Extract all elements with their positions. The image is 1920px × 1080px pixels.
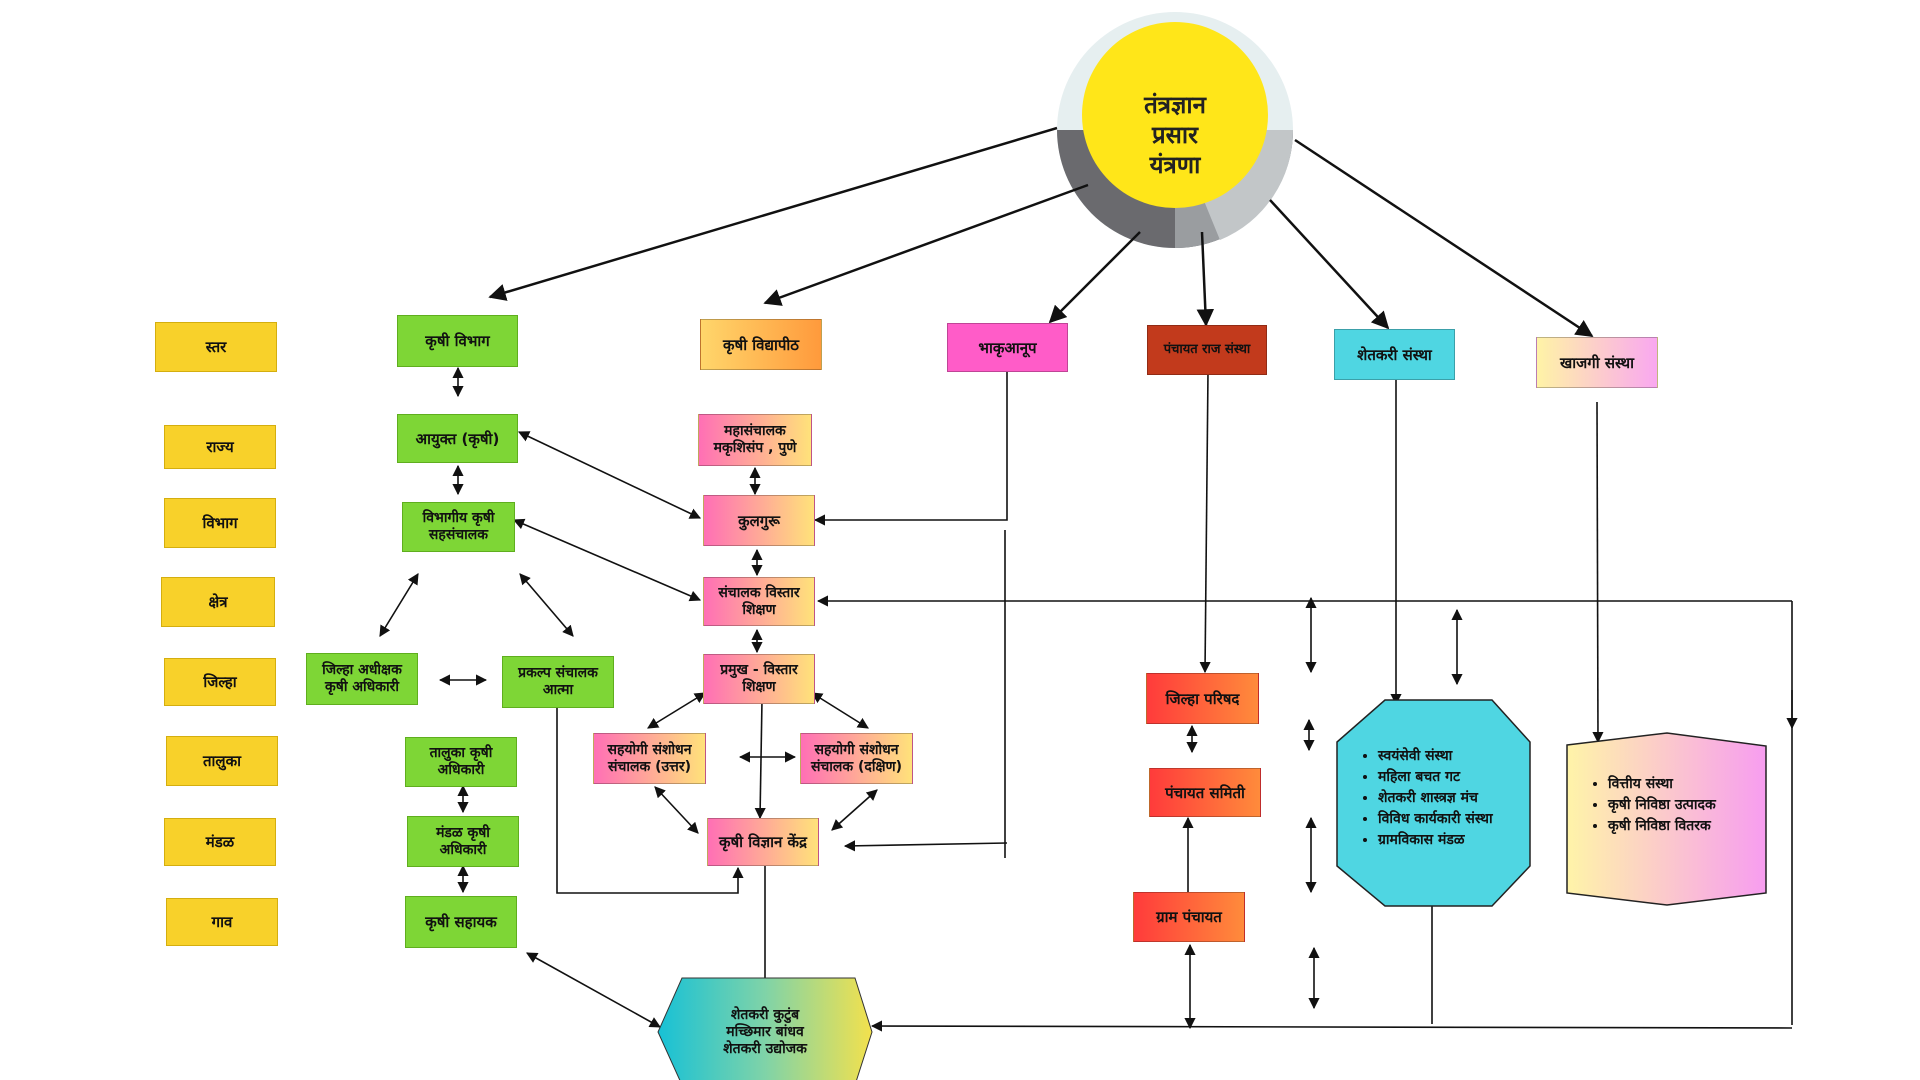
level-kshetra: क्षेत्र [161,577,275,627]
level-star: स्तर [155,322,277,372]
org-shetkari-sanstha: शेतकरी संस्था [1334,329,1455,380]
connector-lines [379,366,1798,1032]
farmer-hexagon [657,977,873,1080]
node-mahasanchalak: महासंचालक मकृशिसंप , पुणे [698,414,812,466]
node-taluka-adhikari: तालुका कृषी अधिकारी [405,737,517,787]
node-sahayogi-dakshin: सहयोगी संशोधन संचालक (दक्षिण) [800,733,913,784]
node-jilha-adhikshak: जिल्हा अधीक्षक कृषी अधिकारी [306,653,418,705]
node-jilha-parishad: जिल्हा परिषद [1146,673,1259,724]
node-mandal-adhikari: मंडळ कृषी अधिकारी [407,816,519,867]
org-bhakuanup: भाकृआनूप [947,323,1068,372]
farmer-orgs-list: स्वयंसेवी संस्था महिला बचत गट शेतकरी शास… [1360,744,1530,851]
node-prakalp-sanchalak: प्रकल्प संचालक आत्मा [502,656,614,708]
node-vibhagiya-sahsanchalak: विभागीय कृषी सहसंचालक [402,502,515,552]
hub-arrows [488,126,1594,338]
node-kvk: कृषी विज्ञान केंद्र [707,818,819,866]
farmer-org-item: ग्रामविकास मंडळ [1378,830,1530,849]
level-jilha: जिल्हा [164,658,276,706]
node-sahayogi-uttar: सहयोगी संशोधन संचालक (उत्तर) [593,733,706,784]
farmer-org-item: शेतकरी शास्त्रज्ञ मंच [1378,788,1530,807]
node-krushi-sahayak: कृषी सहायक [405,896,517,948]
node-sanchalak-vistar: संचालक विस्तार शिक्षण [703,577,815,626]
farmer-label: शेतकरी कुटुंब मच्छिमार बांधव शेतकरी उद्य… [723,1007,807,1057]
node-kulguru: कुलगुरू [703,495,815,546]
private-orgs-shape [1566,732,1767,906]
node-ayukt: आयुक्त (कृषी) [397,414,518,463]
private-org-item: कृषी निविष्ठा उत्पादक [1608,795,1760,814]
private-org-item: वित्तीय संस्था [1608,774,1760,793]
node-gram-panchayat: ग्राम पंचायत [1133,892,1245,942]
level-rajya: राज्य [164,425,276,469]
org-panchayat-raj: पंचायत राज संस्था [1147,325,1267,375]
level-gaon: गाव [166,898,278,946]
farmer-orgs-octagon [1336,699,1531,907]
org-krushi-vidyapeeth: कृषी विद्यापीठ [700,319,822,370]
level-mandal: मंडळ [164,818,276,866]
farmer-org-item: विविध कार्यकारी संस्था [1378,809,1530,828]
hub-circle [1057,12,1294,248]
level-vibhag: विभाग [164,498,276,548]
node-pramukh-vistar: प्रमुख - विस्तार शिक्षण [703,654,815,704]
private-orgs-list: वित्तीय संस्था कृषी निविष्ठा उत्पादक कृष… [1590,772,1760,837]
org-khajagi-sanstha: खाजगी संस्था [1536,337,1658,388]
farmer-org-item: स्वयंसेवी संस्था [1378,746,1530,765]
hub-title: तंत्रज्ञान प्रसार यंत्रणा [1144,91,1206,179]
level-taluka: तालुका [166,736,278,786]
org-krushi-vibhag: कृषी विभाग [397,315,518,367]
farmer-org-item: महिला बचत गट [1378,767,1530,786]
node-panchayat-samiti: पंचायत समिती [1149,768,1261,817]
private-org-item: कृषी निविष्ठा वितरक [1608,816,1760,835]
